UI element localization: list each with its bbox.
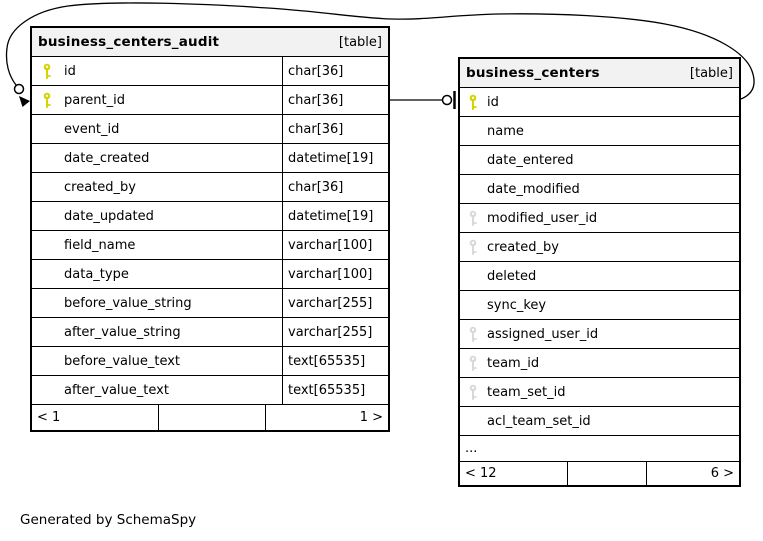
foreign-key-icon <box>460 355 487 372</box>
footer-children-count: < 12 <box>465 466 497 481</box>
column-row-before-value-text: before_value_text text[65535] <box>32 347 388 376</box>
column-row-date-updated: date_updated datetime[19] <box>32 202 388 231</box>
footer-middle-cell <box>158 405 266 430</box>
column-name: created_by <box>487 239 559 255</box>
column-name: before_value_text <box>64 353 181 369</box>
column-type: char[36] <box>282 57 388 85</box>
table-type-badge: [table] <box>338 34 382 50</box>
table-name[interactable]: business_centers_audit <box>38 34 220 50</box>
table-footer: < 12 6 > <box>460 462 739 485</box>
column-name: date_modified <box>487 181 580 197</box>
footer-parents-count: 6 > <box>710 466 734 481</box>
column-name: team_set_id <box>487 384 566 400</box>
column-row-field-name: field_name varchar[100] <box>32 231 388 260</box>
foreign-key-icon <box>460 384 487 401</box>
table-footer: < 1 1 > <box>32 405 388 430</box>
column-type: datetime[19] <box>282 202 388 230</box>
footer-children-count: < 1 <box>37 410 61 425</box>
table-type-badge: [table] <box>689 65 733 81</box>
column-name: deleted <box>487 268 537 284</box>
column-name: date_created <box>64 150 150 166</box>
column-row-assigned-user-id: assigned_user_id <box>460 320 739 349</box>
foreign-key-icon <box>460 239 487 256</box>
column-row-date-modified: date_modified <box>460 175 739 204</box>
column-row-after-value-text: after_value_text text[65535] <box>32 376 388 405</box>
column-type: text[65535] <box>282 347 388 375</box>
column-name: data_type <box>64 266 129 282</box>
column-row-created-by: created_by <box>460 233 739 262</box>
column-type: varchar[255] <box>282 289 388 317</box>
column-type: datetime[19] <box>282 144 388 172</box>
column-name: after_value_text <box>64 382 169 398</box>
column-type: varchar[100] <box>282 231 388 259</box>
column-name: created_by <box>64 179 136 195</box>
column-row-name: name <box>460 117 739 146</box>
table-business-centers: business_centers [table] id name date_ente… <box>458 57 741 487</box>
column-name: event_id <box>64 121 120 137</box>
column-name: after_value_string <box>64 324 181 340</box>
column-name: date_entered <box>487 152 574 168</box>
column-row-sync-key: sync_key <box>460 291 739 320</box>
primary-key-icon <box>32 92 64 109</box>
column-name: date_updated <box>64 208 154 224</box>
schemaspy-credit: Generated by SchemaSpy <box>20 512 197 528</box>
table-business-centers-audit: business_centers_audit [table] id char[36… <box>30 26 390 432</box>
column-name: id <box>64 63 76 79</box>
column-row-before-value-string: before_value_string varchar[255] <box>32 289 388 318</box>
column-row-date-created: date_created datetime[19] <box>32 144 388 173</box>
column-type: varchar[255] <box>282 318 388 346</box>
hidden-columns-ellipsis: ... <box>460 436 739 462</box>
table-header[interactable]: business_centers [table] <box>460 59 739 88</box>
table-name[interactable]: business_centers <box>466 65 600 81</box>
column-row-id: id char[36] <box>32 57 388 86</box>
column-row-event-id: event_id char[36] <box>32 115 388 144</box>
column-row-team-id: team_id <box>460 349 739 378</box>
column-row-id: id <box>460 88 739 117</box>
primary-key-icon <box>460 94 487 111</box>
foreign-key-icon <box>460 326 487 343</box>
column-type: char[36] <box>282 115 388 143</box>
column-name: field_name <box>64 237 136 253</box>
column-name: name <box>487 123 524 139</box>
column-name: team_id <box>487 355 540 371</box>
column-name: parent_id <box>64 92 125 108</box>
footer-parents-count: 1 > <box>359 410 383 425</box>
column-type: char[36] <box>282 86 388 114</box>
column-type: varchar[100] <box>282 260 388 288</box>
primary-key-icon <box>32 63 64 80</box>
column-name: acl_team_set_id <box>487 413 591 429</box>
column-name: modified_user_id <box>487 210 598 226</box>
column-row-acl-team-set-id: acl_team_set_id <box>460 407 739 436</box>
column-row-after-value-string: after_value_string varchar[255] <box>32 318 388 347</box>
column-row-modified-user-id: modified_user_id <box>460 204 739 233</box>
column-row-parent-id: parent_id char[36] <box>32 86 388 115</box>
foreign-key-icon <box>460 210 487 227</box>
column-row-date-entered: date_entered <box>460 146 739 175</box>
column-row-team-set-id: team_set_id <box>460 378 739 407</box>
table-header[interactable]: business_centers_audit [table] <box>32 28 388 57</box>
column-type: char[36] <box>282 173 388 201</box>
column-row-data-type: data_type varchar[100] <box>32 260 388 289</box>
column-row-created-by: created_by char[36] <box>32 173 388 202</box>
column-type: text[65535] <box>282 376 388 404</box>
column-row-deleted: deleted <box>460 262 739 291</box>
arrowhead-marker <box>19 96 30 107</box>
zero-marker-circle-left <box>13 83 25 95</box>
zero-marker-circle <box>441 94 453 106</box>
column-name: assigned_user_id <box>487 326 599 342</box>
column-name: sync_key <box>487 297 547 313</box>
fk-curve-line <box>5 2 755 100</box>
footer-middle-cell <box>567 462 647 485</box>
column-name: id <box>487 94 499 110</box>
column-name: before_value_string <box>64 295 192 311</box>
